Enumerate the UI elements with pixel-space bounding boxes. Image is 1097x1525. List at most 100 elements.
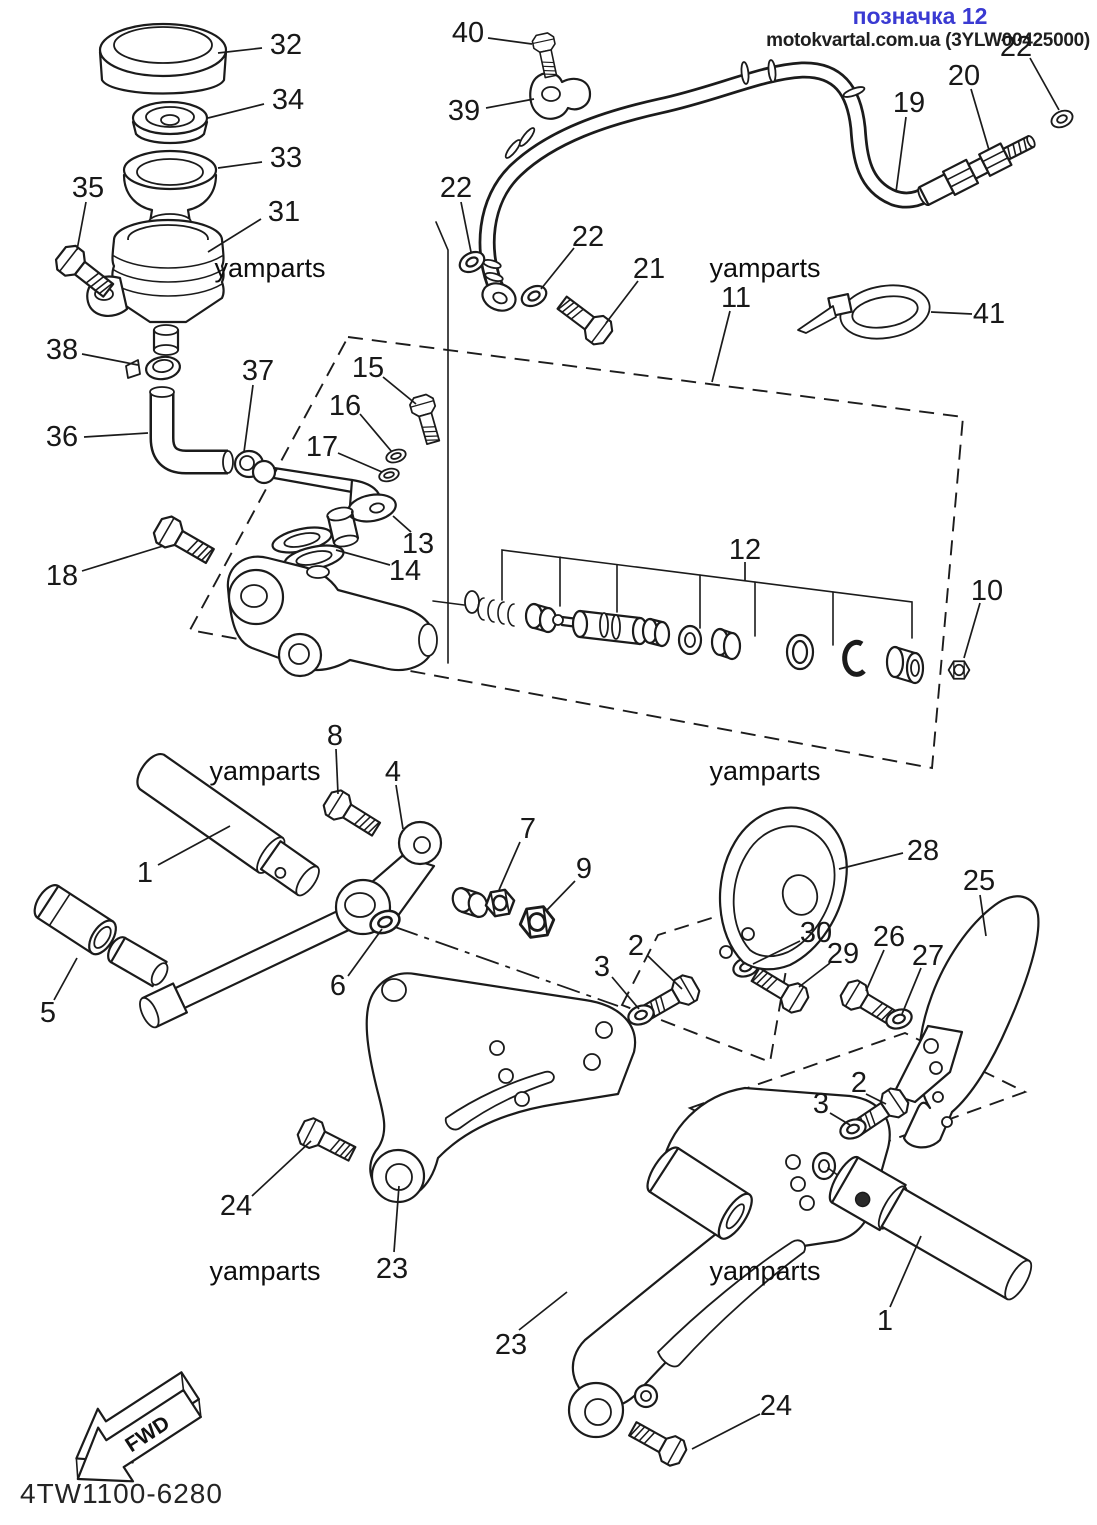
leader-line-20 — [970, 88, 990, 151]
leader-line-40 — [487, 37, 533, 45]
leader-line-3 — [611, 976, 640, 1010]
leader-line-19 — [895, 116, 907, 193]
part-label-13: 13 — [402, 528, 434, 560]
bolt-18-drawing — [149, 511, 219, 571]
heel-guard-28-drawing — [718, 806, 848, 971]
part-label-1: 1 — [137, 857, 153, 889]
fwd-arrow: FWD — [75, 1371, 202, 1483]
master-cylinder-body-drawing — [226, 555, 465, 678]
screw-15-drawing — [407, 392, 446, 447]
hose-union-fittings-drawing — [917, 135, 1036, 207]
footrest-bracket-right-drawing — [567, 1024, 964, 1439]
part-label-5: 5 — [40, 997, 56, 1029]
leader-line-23 — [518, 1291, 568, 1331]
part-label-8: 8 — [327, 720, 343, 752]
leader-line-14 — [335, 549, 391, 566]
part-label-14: 14 — [389, 555, 421, 587]
leader-line-6 — [347, 928, 383, 977]
oring-17-drawing — [376, 465, 402, 485]
part-label-21: 21 — [633, 253, 665, 285]
part-label-25: 25 — [963, 865, 995, 897]
leader-line-27 — [901, 967, 922, 1015]
leader-line-2 — [647, 955, 683, 990]
footrest-right-drawing — [828, 1155, 1033, 1301]
reservoir-body-drawing — [86, 218, 225, 356]
part-label-3: 3 — [594, 951, 610, 983]
bolt-24b-drawing — [624, 1415, 691, 1470]
part-label-4: 4 — [385, 756, 401, 788]
union-bolt-21-drawing — [552, 290, 618, 350]
part-label-2: 2 — [628, 930, 644, 962]
part-label-41: 41 — [973, 298, 1005, 330]
leader-line-35 — [76, 201, 87, 251]
leader-line-10 — [963, 602, 981, 659]
part-label-1: 1 — [877, 1305, 893, 1337]
part-label-23: 23 — [376, 1253, 408, 1285]
part-label-22: 22 — [572, 221, 604, 253]
leader-line-39 — [485, 98, 535, 109]
leader-line-36 — [83, 432, 149, 438]
leader-line-37 — [243, 384, 254, 453]
nut-10-drawing — [947, 660, 971, 680]
part-label-15: 15 — [352, 352, 384, 384]
part-label-18: 18 — [46, 560, 78, 592]
leader-line-29 — [798, 962, 831, 988]
part-label-2: 2 — [851, 1067, 867, 1099]
reservoir-cap-drawing — [98, 22, 228, 95]
leader-line-22 — [460, 201, 472, 253]
leader-line-26 — [865, 949, 885, 992]
part-label-40: 40 — [452, 17, 484, 49]
part-label-3: 3 — [813, 1088, 829, 1120]
oring-16-drawing — [383, 446, 409, 466]
washer-22c-drawing — [1047, 106, 1077, 132]
locknut-7-drawing — [451, 886, 489, 919]
part-label-7: 7 — [520, 813, 536, 845]
part-label-6: 6 — [330, 970, 346, 1002]
piston-kit-12-drawing — [464, 549, 925, 685]
leader-line-2 — [865, 1093, 887, 1105]
pushrod-joint-13-drawing — [251, 459, 397, 548]
leader-line-31 — [207, 218, 262, 253]
part-label-17: 17 — [306, 431, 338, 463]
site-watermark: motokvartal.com.ua (3YLW00425000) — [766, 30, 1090, 51]
bolt-8-drawing — [319, 785, 385, 843]
leader-line-5 — [53, 957, 78, 1001]
diagram-code: 4TW1100-6280 — [20, 1478, 223, 1509]
part-label-32: 32 — [270, 29, 302, 61]
part-label-34: 34 — [272, 84, 304, 116]
part-label-24: 24 — [220, 1190, 252, 1222]
leader-line-32 — [217, 47, 263, 54]
leader-line-30 — [752, 940, 801, 965]
part-label-23: 23 — [495, 1329, 527, 1361]
watermark-text: yamparts — [209, 1256, 320, 1286]
part-label-16: 16 — [329, 390, 361, 422]
part-label-24: 24 — [760, 1390, 792, 1422]
pedal-pin-drawing — [107, 936, 169, 988]
leader-line-23 — [393, 1185, 400, 1253]
cable-tie-41-drawing — [797, 284, 931, 340]
leader-line-18 — [81, 545, 164, 572]
diaphragm-drawing — [122, 149, 218, 231]
part-label-35: 35 — [72, 172, 104, 204]
leader-line-34 — [207, 103, 265, 119]
watermark-text: yamparts — [709, 253, 820, 283]
leader-lines — [53, 37, 1060, 1450]
leader-line-38 — [81, 353, 139, 366]
leader-line-33 — [217, 161, 263, 169]
leader-line-11 — [711, 310, 731, 383]
part-number-labels: 3234333531383736184039222221111920224115… — [40, 17, 1032, 1422]
part-label-29: 29 — [827, 938, 859, 970]
leader-line-1 — [889, 1235, 922, 1308]
part-label-28: 28 — [907, 835, 939, 867]
part-label-31: 31 — [268, 196, 300, 228]
nut-7b-drawing — [482, 887, 518, 919]
leader-line-16 — [359, 413, 393, 453]
part-label-22: 22 — [1000, 31, 1032, 63]
watermark-text: yamparts — [709, 1256, 820, 1286]
watermark-text: yamparts — [209, 756, 320, 786]
hose-holder-39-drawing — [529, 72, 592, 120]
leader-line-13 — [392, 515, 412, 533]
